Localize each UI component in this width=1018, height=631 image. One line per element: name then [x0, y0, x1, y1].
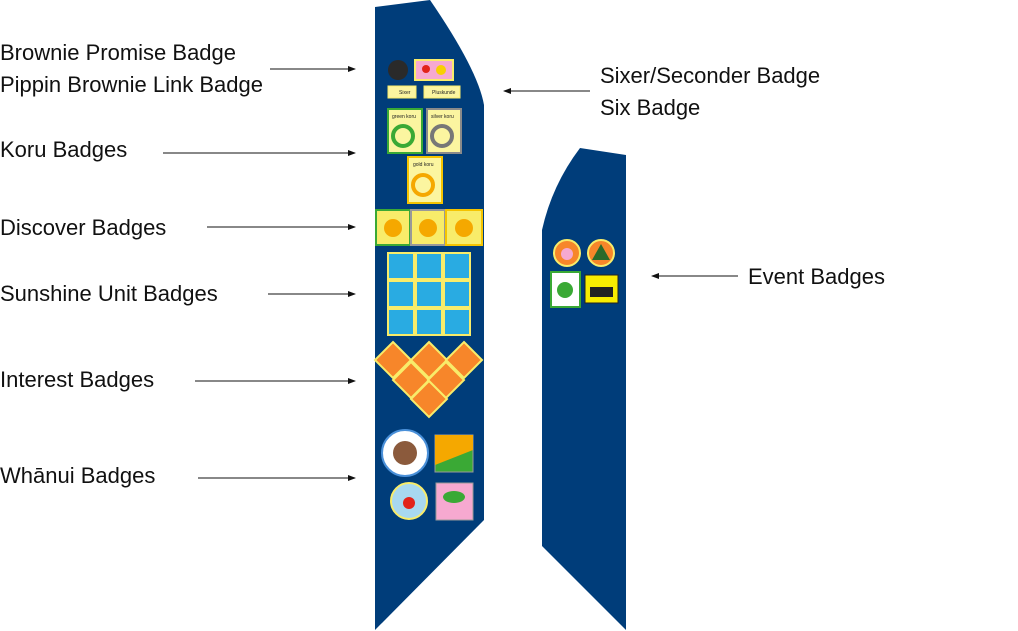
label-pippin-link: Pippin Brownie Link Badge [0, 72, 263, 97]
sun-icon [436, 65, 446, 75]
sixer-badge [387, 85, 417, 99]
koru-label: gold koru [413, 162, 434, 168]
event-badges [550, 239, 619, 308]
koru-label: green koru [392, 114, 416, 120]
label-discover: Discover Badges [0, 215, 167, 240]
six-badge-text: Pluskunde [432, 90, 456, 96]
label-sixer: Sixer/Seconder Badge [600, 63, 821, 88]
discover-badges [375, 209, 483, 246]
label-brownie-promise: Brownie Promise Badge [0, 40, 237, 65]
whanui-badges [381, 429, 474, 521]
label-koru: Koru Badges [0, 137, 128, 162]
brownie-figure-icon [422, 65, 430, 73]
sunshine-unit-badges [387, 252, 471, 336]
event-sash [542, 148, 626, 630]
brownie-promise-badge [388, 60, 408, 80]
six-badge [423, 85, 461, 99]
label-whanui: Whānui Badges [0, 463, 156, 488]
pippin-link-badge [414, 59, 454, 81]
label-interest: Interest Badges [0, 367, 155, 392]
label-six: Six Badge [600, 95, 701, 120]
koru-label: silver koru [431, 114, 454, 120]
label-sunshine: Sunshine Unit Badges [0, 281, 218, 306]
interest-badges [373, 340, 484, 419]
sixer-badge-text: Sixer [399, 90, 411, 96]
label-event: Event Badges [748, 264, 885, 289]
